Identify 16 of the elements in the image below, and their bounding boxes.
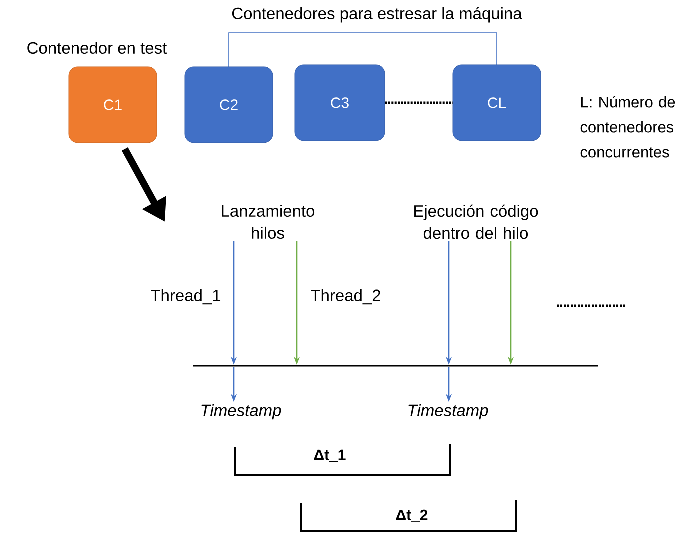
timeline: [193, 365, 598, 367]
container-box: CL: [452, 64, 542, 142]
event-label: Ejecución código dentro del hilo: [414, 204, 538, 240]
note: L: Número de contenedores concurrentes: [580, 96, 676, 158]
edge-label: Thread_1: [150, 288, 222, 306]
container-box: C1: [68, 66, 158, 144]
timestamp-label: Timestamp: [408, 404, 488, 420]
event-label: Lanzamiento hilos: [222, 204, 315, 240]
container-box: C3: [294, 64, 386, 142]
box-caption: Contenedor en test: [28, 42, 168, 54]
edge-label: Thread_2: [310, 288, 382, 306]
heading: Contenedores para estresar la máquina: [232, 7, 522, 23]
dimension-label: Δt_2: [396, 510, 428, 522]
timestamp-label: Timestamp: [202, 404, 282, 420]
dimension-label: Δt_1: [314, 450, 346, 462]
container-box: C2: [184, 66, 274, 144]
